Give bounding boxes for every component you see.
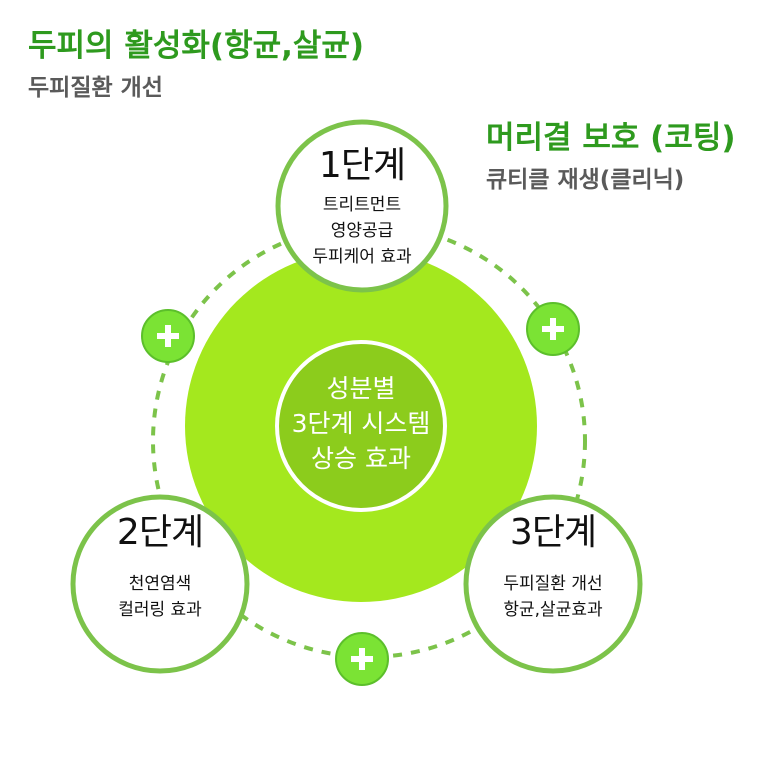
stage-title: 1단계 [318, 145, 406, 186]
dashed-orbit-ring [151, 223, 587, 659]
stage-1: 1단계 트리트먼트 영양공급 두피케어 효과 [282, 146, 442, 270]
stage-desc-line: 두피질환 개선 [503, 573, 603, 594]
stage-1-circle [275, 119, 449, 293]
plus-icon [141, 309, 195, 363]
stage-desc-line: 컬러링 효과 [118, 599, 202, 620]
stage-title: 3단계 [509, 512, 597, 553]
stage-3-circle [463, 494, 643, 674]
stage-2-circle [70, 494, 250, 674]
center-line: 3단계 시스템 [291, 409, 431, 438]
inner-center-circle [275, 340, 447, 512]
plus-icon [335, 632, 389, 686]
stage-3: 3단계 두피질환 개선 항균,살균효과 [473, 513, 633, 623]
hair-protection-subtitle: 큐티클 재생(클리닉) [486, 167, 685, 193]
center-label: 성분별 3단계 시스템 상승 효과 [271, 371, 451, 476]
center-line: 상승 효과 [311, 444, 411, 473]
plus-icon [526, 302, 580, 356]
stage-desc-line: 천연염색 [128, 573, 192, 594]
stage-desc-line: 두피케어 효과 [312, 246, 412, 267]
scalp-activation-title: 두피의 활성화(항균,살균) [28, 28, 365, 64]
stage-title: 2단계 [116, 512, 204, 553]
stage-2: 2단계 천연염색 컬러링 효과 [80, 513, 240, 623]
hair-protection-title: 머리결 보호 (코팅) [486, 120, 736, 156]
stage-desc-line: 트리트먼트 [322, 194, 402, 215]
stage-desc-line: 영양공급 [330, 220, 394, 241]
center-line: 성분별 [326, 374, 396, 403]
scalp-activation-subtitle: 두피질환 개선 [28, 75, 163, 101]
stage-desc-line: 항균,살균효과 [503, 599, 603, 620]
